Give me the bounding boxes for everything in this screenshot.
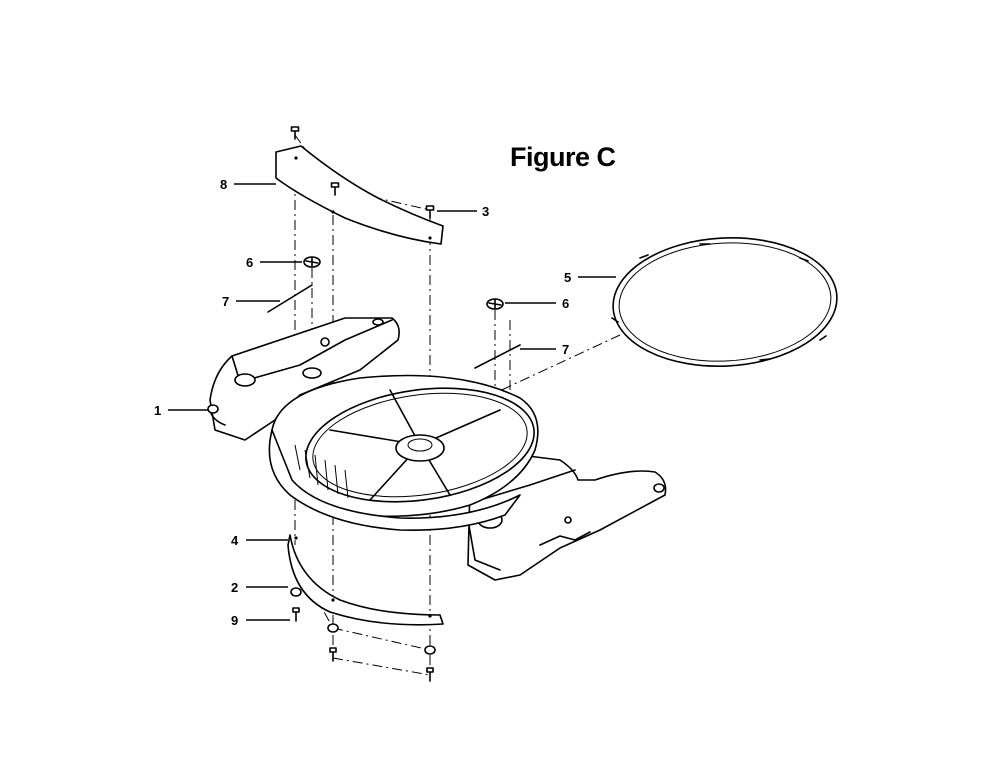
- callout-1: 1: [154, 403, 161, 418]
- callout-7-left: 7: [222, 294, 229, 309]
- callout-7-right: 7: [562, 342, 569, 357]
- callout-8: 8: [220, 177, 227, 192]
- part-9-screws: [292, 607, 434, 682]
- screws-top: [290, 126, 435, 219]
- part-2-washers: [290, 587, 436, 655]
- part-5-ring: [611, 237, 838, 367]
- callout-3: 3: [482, 204, 489, 219]
- callouts: 8 3 6 7 5 6 7 1 4 2 9: [154, 177, 616, 628]
- part-8-curved-plate: [275, 145, 444, 245]
- part-1-base: [207, 317, 667, 581]
- callout-4: 4: [231, 533, 239, 548]
- callout-6-left: 6: [246, 255, 253, 270]
- callout-5: 5: [564, 270, 571, 285]
- part-6-nuts: [303, 256, 504, 310]
- callout-2: 2: [231, 580, 238, 595]
- part-4-scale: [287, 534, 444, 626]
- part-7-pins: [267, 284, 521, 369]
- callout-9: 9: [231, 613, 238, 628]
- figure-title: Figure C: [510, 142, 616, 172]
- callout-6-right: 6: [562, 296, 569, 311]
